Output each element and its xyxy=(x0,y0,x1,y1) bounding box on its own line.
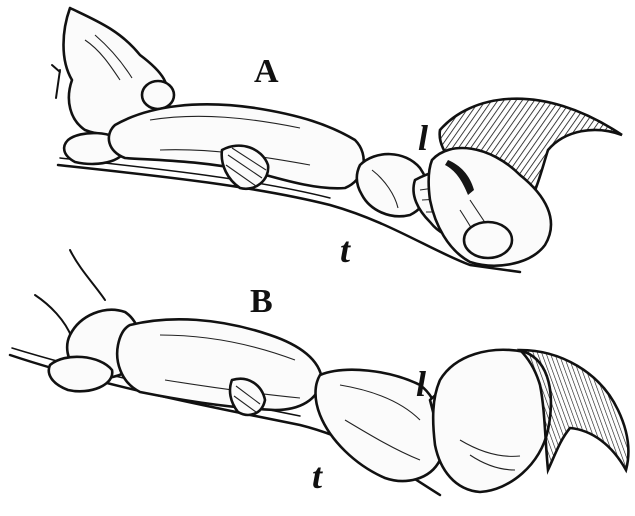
ligament-label-a: l xyxy=(418,118,428,158)
tendon-label-b: t xyxy=(312,456,323,496)
tendon-a xyxy=(56,163,522,274)
band-a xyxy=(220,144,270,191)
carpal-bone-b xyxy=(47,355,114,393)
ligament-label-b: l xyxy=(416,364,426,404)
phalanx-a xyxy=(355,152,429,218)
metacarpal-b xyxy=(115,317,324,412)
panel-label-a: A xyxy=(254,53,279,90)
panel-label-b: B xyxy=(250,283,273,320)
panel-b: B l t xyxy=(8,249,630,497)
claw-b xyxy=(516,348,630,475)
claw-base-b xyxy=(431,348,553,494)
panel-a: A l t xyxy=(51,6,623,274)
joint-knob-a xyxy=(140,79,176,111)
tendon-label-a: t xyxy=(340,230,351,270)
phalanx-b xyxy=(314,368,444,483)
